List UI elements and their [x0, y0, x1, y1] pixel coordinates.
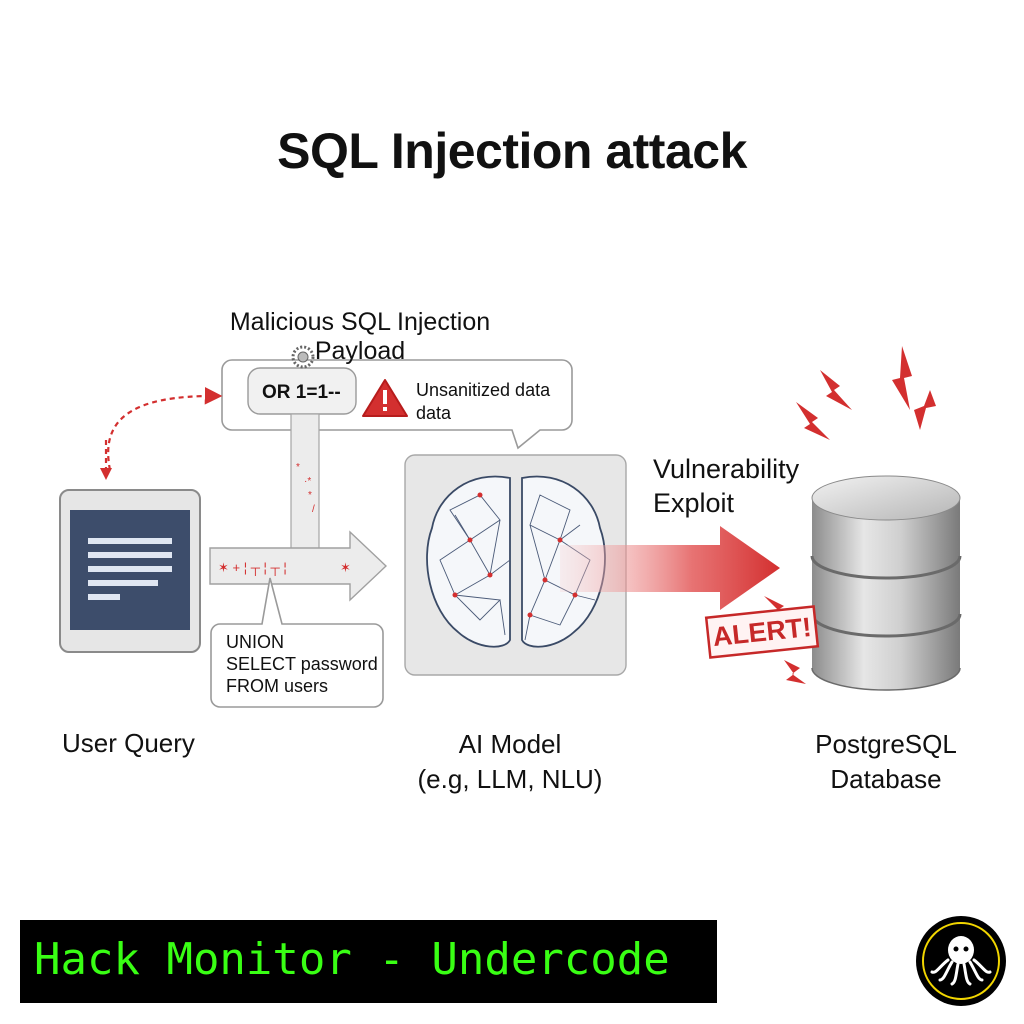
vulnerability-exploit-label: Vulnerability Exploit — [653, 452, 799, 520]
svg-text:✶ + ¦ ┬ ¦ ┬ ¦: ✶ + ¦ ┬ ¦ ┬ ¦ — [218, 560, 287, 577]
ai-model-label-line: AI Model — [458, 729, 562, 759]
database-label: PostgreSQL Database — [776, 727, 996, 797]
octopus-logo-icon — [916, 916, 1006, 1006]
unsanitized-label: Unsanitized data data — [416, 380, 551, 423]
brand-banner-text: Hack Monitor - Undercode — [34, 934, 670, 985]
alert-box — [704, 605, 820, 659]
ai-model-label-line: (e.g, LLM, NLU) — [417, 764, 603, 794]
payload-connector: * ·* * / — [290, 413, 320, 551]
database-cylinder-icon — [810, 475, 962, 691]
exploit-label-line: Vulnerability — [653, 454, 800, 484]
exploit-label-line: Exploit — [653, 488, 735, 518]
query-line: FROM users — [226, 676, 329, 696]
brand-banner — [20, 920, 717, 1003]
svg-text:*: * — [308, 490, 312, 501]
payload-code: OR 1=1-- — [262, 382, 341, 403]
query-code: UNION SELECT password FROM users — [226, 631, 378, 697]
query-line: SELECT password — [226, 654, 378, 674]
lightning-icon — [764, 346, 936, 684]
query-callout — [210, 577, 384, 708]
user-query-label: User Query — [62, 728, 195, 758]
query-flow-arrow: ✶ + ¦ ┬ ¦ ┬ ¦ ✶ — [209, 530, 388, 602]
payload-title: Malicious SQL Injection Payload — [229, 308, 491, 365]
query-line: UNION — [226, 632, 284, 652]
gear-icon — [291, 345, 315, 369]
database-label-line: Database — [830, 764, 942, 794]
svg-text:✶: ✶ — [340, 560, 351, 575]
database-label-line: PostgreSQL — [815, 729, 957, 759]
page-title: SQL Injection attack — [277, 123, 747, 179]
svg-text:*: * — [296, 462, 300, 473]
svg-text:/: / — [312, 504, 315, 515]
ai-model-label: AI Model (e.g, LLM, NLU) — [380, 727, 640, 797]
svg-text:·*: ·* — [304, 476, 311, 487]
dashed-red-connector — [107, 387, 223, 471]
tablet-icon — [59, 489, 201, 653]
exploit-arrow — [560, 526, 780, 610]
warning-triangle-icon — [362, 379, 408, 417]
